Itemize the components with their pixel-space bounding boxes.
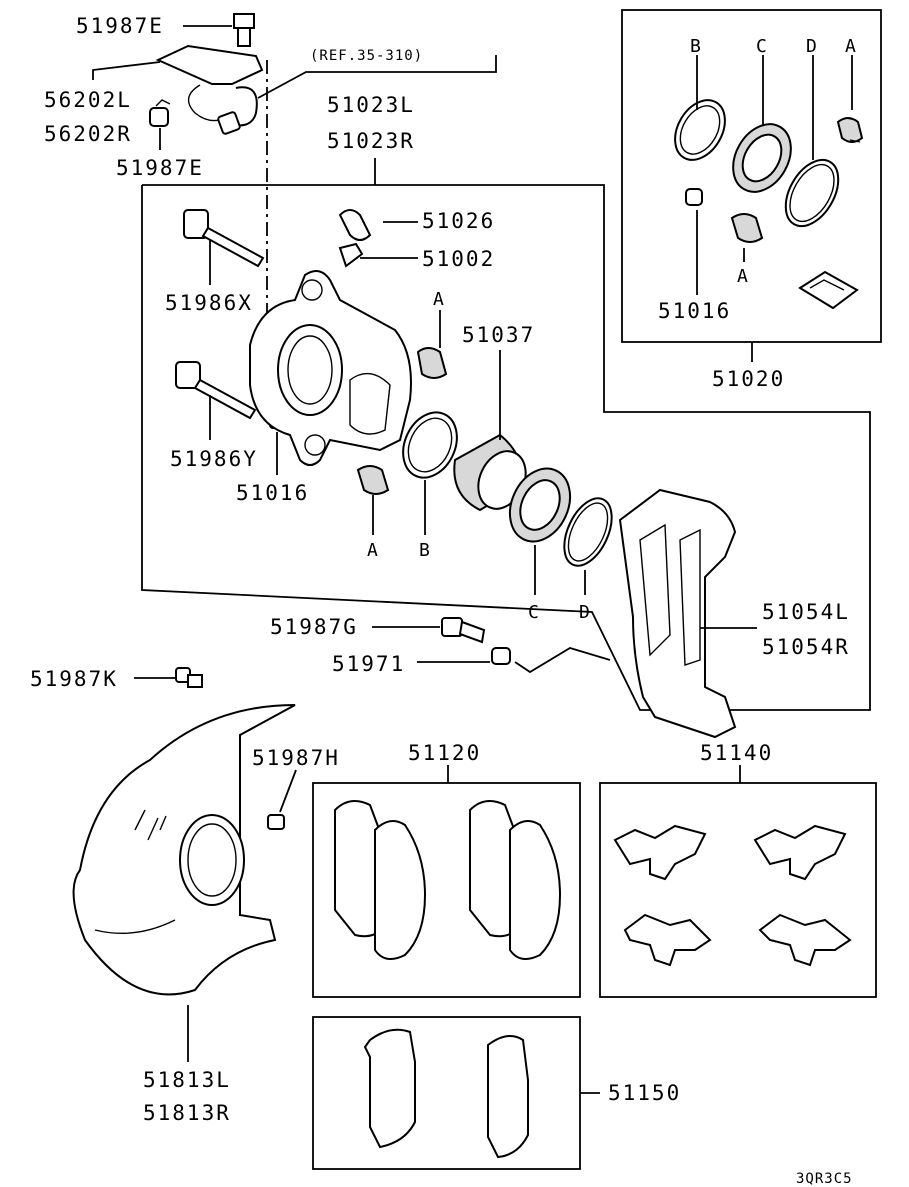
label-51140: 51140 bbox=[700, 741, 773, 765]
anti-squeal-shims bbox=[363, 1028, 529, 1159]
label-51986x: 51986X bbox=[165, 291, 253, 315]
label-51002: 51002 bbox=[422, 247, 495, 271]
letter-b-kit: B bbox=[690, 36, 701, 57]
bracket-bolt bbox=[441, 617, 511, 665]
letter-a-kit-top: A bbox=[845, 36, 856, 57]
pad-clip-box bbox=[599, 782, 877, 998]
label-51016-main: 51016 bbox=[236, 481, 309, 505]
piston-and-seals bbox=[356, 347, 613, 567]
label-51971: 51971 bbox=[332, 652, 405, 676]
label-51054r: 51054R bbox=[762, 635, 850, 659]
letter-a-upper: A bbox=[433, 289, 444, 310]
label-51987h: 51987H bbox=[252, 746, 340, 770]
label-56202r: 56202R bbox=[44, 122, 132, 146]
seal-kit-parts bbox=[674, 99, 864, 310]
letter-b-main: B bbox=[419, 540, 430, 561]
label-51813l: 51813L bbox=[143, 1068, 231, 1092]
caliper-assembly-outline bbox=[141, 184, 871, 711]
label-51813r: 51813R bbox=[143, 1101, 231, 1125]
label-51020: 51020 bbox=[712, 367, 785, 391]
letter-a-kit-bottom: A bbox=[737, 266, 748, 287]
guide-pin-upper bbox=[183, 209, 265, 268]
label-51987g: 51987G bbox=[270, 615, 358, 639]
letter-c-kit: C bbox=[756, 36, 767, 57]
hose-bracket bbox=[149, 13, 264, 135]
label-51037: 51037 bbox=[462, 323, 535, 347]
dust-shield-bolt-k bbox=[175, 667, 203, 688]
dust-shield-bolt-h bbox=[267, 814, 285, 830]
label-51987k: 51987K bbox=[30, 667, 118, 691]
label-51987e-top: 51987E bbox=[76, 14, 164, 38]
label-51987e-bottom: 51987E bbox=[116, 156, 204, 180]
label-51016-kit: 51016 bbox=[658, 299, 731, 323]
label-51023l: 51023L bbox=[327, 93, 415, 117]
label-56202l: 56202L bbox=[44, 88, 132, 112]
letter-c-main: C bbox=[528, 602, 539, 623]
letter-d-kit: D bbox=[806, 36, 817, 57]
label-51150: 51150 bbox=[608, 1081, 681, 1105]
label-51986y: 51986Y bbox=[170, 447, 258, 471]
label-51026: 51026 bbox=[422, 209, 495, 233]
brake-pads bbox=[334, 800, 562, 960]
letter-d-main: D bbox=[579, 602, 590, 623]
shim-box bbox=[312, 1016, 581, 1170]
letter-a-main: A bbox=[367, 540, 378, 561]
label-ref: (REF.35-310) bbox=[310, 48, 423, 64]
label-51120: 51120 bbox=[408, 741, 481, 765]
dust-shield bbox=[72, 704, 296, 996]
brake-pad-box bbox=[312, 782, 581, 998]
diagram-code: 3QR3C5 bbox=[796, 1171, 853, 1187]
pad-clips bbox=[613, 824, 852, 967]
caliper-body bbox=[249, 209, 412, 466]
label-51023r: 51023R bbox=[327, 129, 415, 153]
caliper-mounting-bracket bbox=[618, 488, 737, 739]
label-51054l: 51054L bbox=[762, 600, 850, 624]
